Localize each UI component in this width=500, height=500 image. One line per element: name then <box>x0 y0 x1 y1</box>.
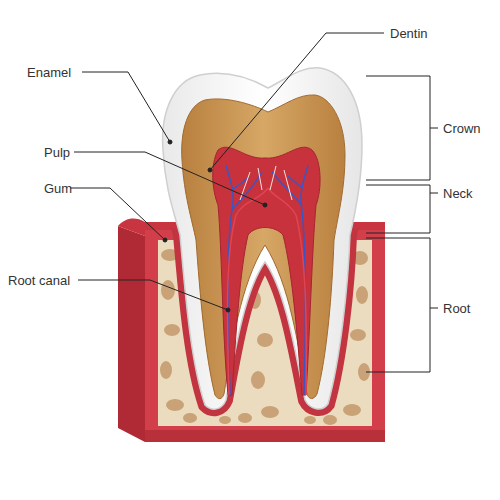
gum-base <box>145 430 385 442</box>
gum-side <box>118 226 145 442</box>
part-label: Gum <box>44 181 72 196</box>
brackets <box>366 76 438 372</box>
dentin <box>182 95 345 399</box>
pulp <box>213 147 320 395</box>
part-label: Enamel <box>27 65 71 80</box>
part-label: Root <box>443 301 470 316</box>
leader-lines <box>70 33 384 312</box>
part-label: Root canal <box>8 273 70 288</box>
part-label: Neck <box>443 186 473 201</box>
enamel <box>163 68 362 409</box>
part-label: Pulp <box>44 145 70 160</box>
part-label: Dentin <box>390 26 428 41</box>
blood-vessels <box>226 165 308 395</box>
periodontal-layer <box>163 228 362 409</box>
part-label: Crown <box>443 121 481 136</box>
